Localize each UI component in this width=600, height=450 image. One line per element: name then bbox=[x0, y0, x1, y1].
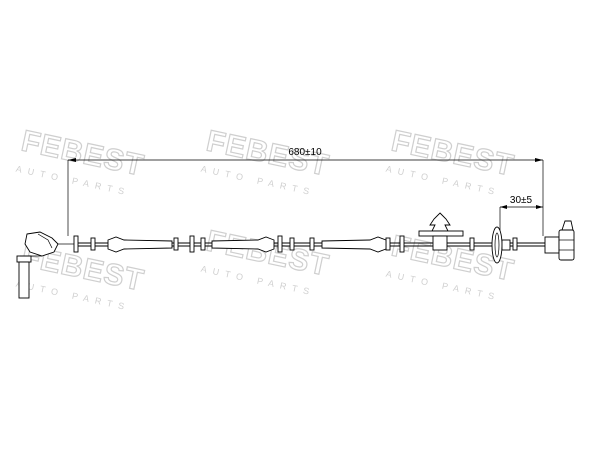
sensor-head bbox=[16, 231, 74, 299]
overall-length-label: 680±10 bbox=[288, 147, 322, 158]
arrowhead-right bbox=[535, 158, 543, 162]
ring bbox=[399, 235, 405, 253]
grommet-inner bbox=[494, 232, 500, 258]
grommet-neck bbox=[501, 239, 511, 251]
ring bbox=[277, 235, 283, 253]
sleeve-2 bbox=[211, 236, 275, 253]
connector-body bbox=[544, 236, 560, 254]
watermark-5: FEBEST AUTO PARTS bbox=[200, 224, 333, 298]
ring bbox=[469, 237, 475, 251]
sleeve-3 bbox=[321, 236, 387, 253]
watermark-1: FEBEST AUTO PARTS bbox=[15, 124, 148, 198]
overall-length-dimension: 680±10 bbox=[67, 147, 544, 236]
sensor-flange bbox=[16, 255, 32, 263]
sensor-body bbox=[18, 261, 30, 299]
sensor-elbow bbox=[24, 231, 59, 257]
cable-sleeves bbox=[107, 236, 387, 253]
ring bbox=[289, 237, 295, 251]
grommet-flange bbox=[491, 226, 503, 264]
ring bbox=[385, 237, 391, 251]
ring bbox=[73, 235, 79, 253]
ring bbox=[200, 237, 206, 251]
connector-housing bbox=[558, 229, 575, 261]
sleeve-1 bbox=[107, 236, 173, 253]
end-length-label: 30±5 bbox=[510, 195, 533, 206]
sensor-elbow-detail bbox=[37, 233, 53, 249]
watermark-3: FEBEST AUTO PARTS bbox=[385, 124, 518, 198]
ring bbox=[512, 237, 518, 251]
clip-bar bbox=[418, 230, 464, 237]
end-length-dimension: 30±5 bbox=[499, 195, 543, 236]
connector-plug bbox=[544, 220, 575, 261]
push-in-clip bbox=[418, 212, 464, 251]
clip-tree bbox=[429, 212, 451, 232]
connector-latch bbox=[561, 220, 574, 231]
cable-rings bbox=[73, 235, 518, 253]
ring bbox=[90, 237, 96, 251]
arrowhead-left bbox=[68, 158, 76, 162]
watermark-2: FEBEST AUTO PARTS bbox=[200, 124, 333, 198]
ring bbox=[173, 237, 179, 251]
clip-holder bbox=[432, 235, 448, 251]
ring bbox=[309, 237, 315, 251]
grommet bbox=[491, 226, 511, 264]
arrowhead-end-right bbox=[536, 205, 543, 209]
arrowhead-end-left bbox=[500, 205, 507, 209]
ring bbox=[189, 235, 195, 253]
